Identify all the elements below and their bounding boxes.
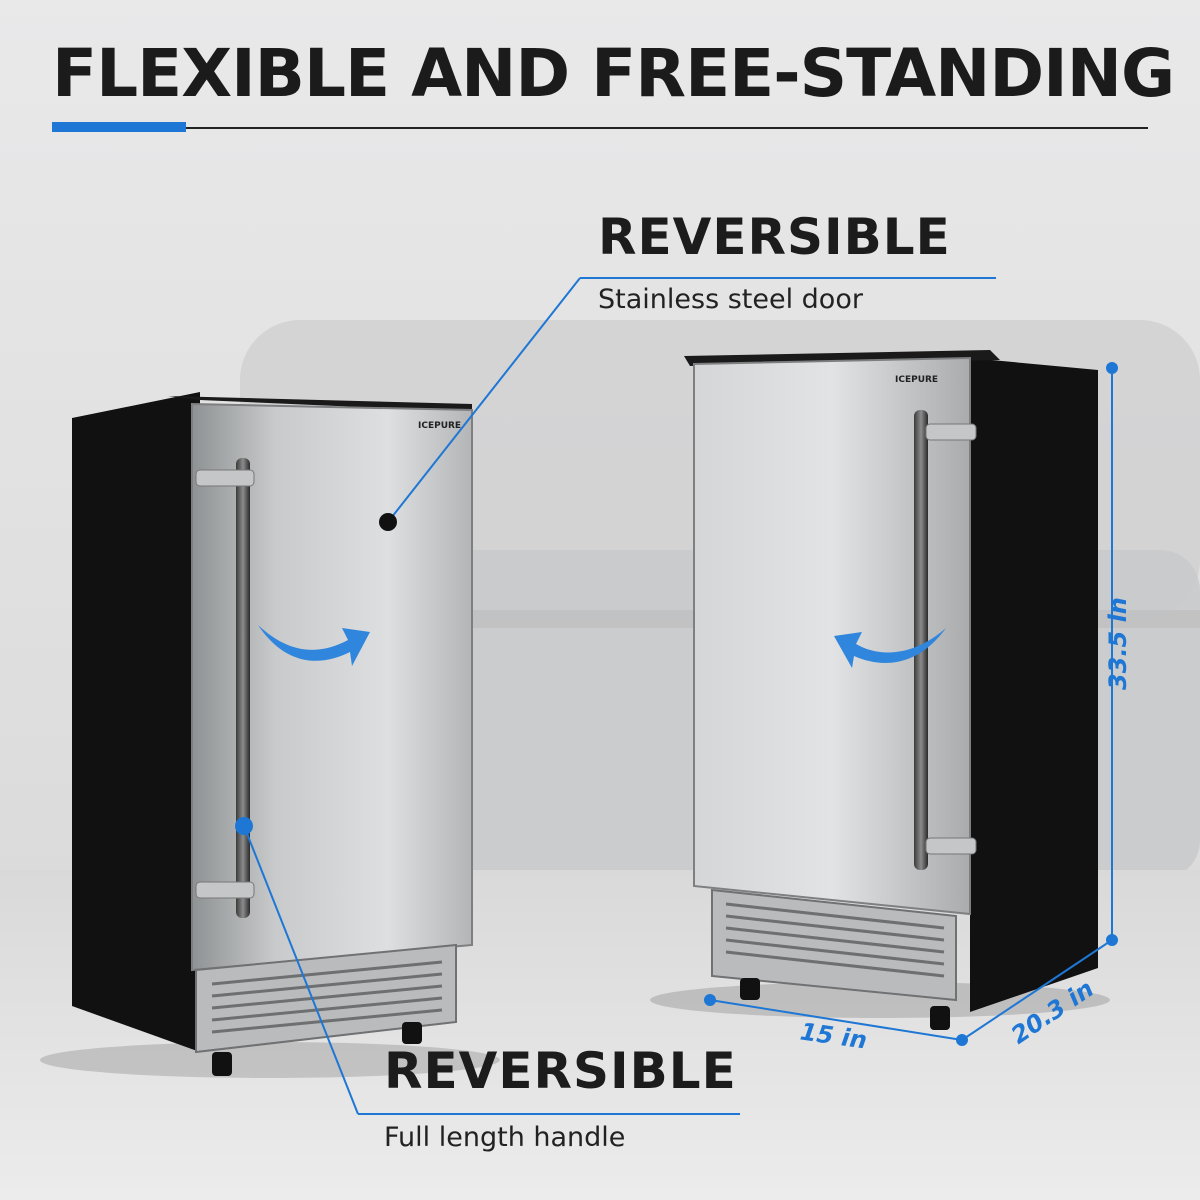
left-ice-maker: ICEPURE	[72, 392, 473, 1076]
left-brand-logo: ICEPURE	[418, 421, 461, 431]
door-callout-line	[379, 277, 996, 531]
handle-callout-title: REVERSIBLE	[384, 1042, 737, 1100]
handle-callout-line	[235, 817, 740, 1115]
handle-callout-subtitle: Full length handle	[384, 1122, 626, 1153]
page-title: FLEXIBLE AND FREE-STANDING	[52, 35, 1175, 112]
right-brand-logo: ICEPURE	[895, 375, 938, 385]
depth-dimension-line	[961, 939, 1113, 1041]
door-callout-title: REVERSIBLE	[598, 208, 951, 266]
height-dimension-label: 33.5 in	[1104, 597, 1132, 690]
right-ice-maker: ICEPURE	[684, 350, 1098, 1030]
door-callout-subtitle: Stainless steel door	[598, 284, 863, 315]
